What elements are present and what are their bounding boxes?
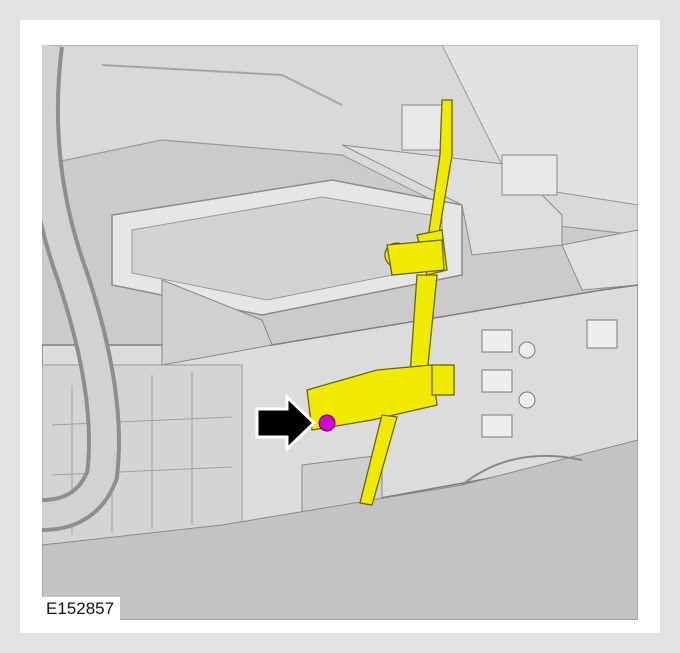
panel-clips — [481, 319, 618, 438]
right-upper-panel — [441, 45, 638, 206]
right-ledge — [561, 229, 638, 291]
callout-arrow — [255, 393, 317, 453]
figure-frame: E152857 — [20, 20, 660, 633]
left-support — [161, 279, 273, 366]
technical-illustration: E152857 — [42, 45, 638, 620]
floor-area — [42, 439, 638, 620]
bracket-top-left — [401, 104, 443, 151]
steering-wheel-highlight — [42, 45, 117, 528]
fastener-marker — [318, 414, 336, 432]
cable-curve — [461, 454, 583, 486]
figure-reference-code: E152857 — [42, 597, 121, 620]
upper-edge-line — [101, 64, 343, 106]
highlighted-component — [306, 99, 455, 506]
dashboard-drawing — [42, 45, 638, 620]
bracket-top-right — [501, 154, 558, 196]
